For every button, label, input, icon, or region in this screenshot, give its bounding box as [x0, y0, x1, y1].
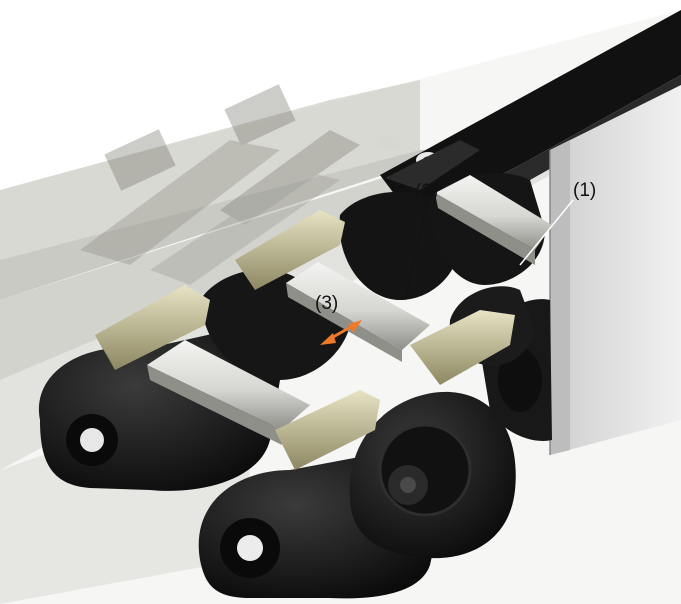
guide-cover-plate [549, 85, 681, 455]
double-headed-arrow-icon [320, 320, 362, 345]
leader-line-2 [404, 199, 429, 301]
leader-line-1 [519, 199, 574, 266]
crossbars [147, 175, 552, 445]
callout-label-2: (2) [415, 181, 439, 202]
callout-label-3: (3) [315, 293, 339, 314]
callout-label-1: (1) [573, 180, 597, 201]
brackets [95, 140, 515, 470]
rear-chain-ghost [80, 84, 360, 285]
